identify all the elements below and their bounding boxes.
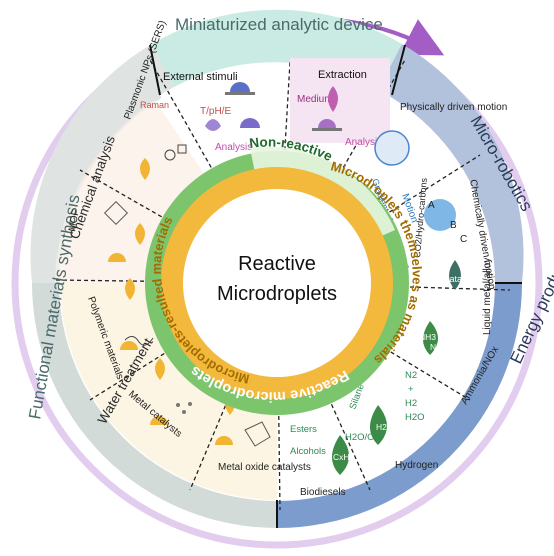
n2-label: N2	[405, 370, 417, 381]
panel-mof: MOF	[67, 200, 145, 262]
label-a: A	[428, 200, 435, 211]
droplet-icon	[125, 278, 135, 300]
category-dividers	[149, 44, 522, 528]
cxhy-label: CxHy Oz	[333, 452, 367, 462]
nanoparticle-icon	[177, 144, 187, 154]
center-circle	[183, 189, 371, 377]
external-stimuli-label: External stimuli	[163, 71, 238, 83]
particle-icon	[176, 403, 180, 407]
metal-oxide-label: Metal oxide catalysts	[218, 462, 311, 473]
droplet-icon	[318, 119, 336, 128]
droplet-icon	[140, 158, 150, 180]
biodiesels-label: Biodiesels	[300, 487, 346, 498]
particle-icon	[182, 410, 186, 414]
vortex-droplet-icon	[374, 130, 410, 166]
mof-label: MOF	[67, 209, 82, 233]
droplet-icon	[240, 118, 260, 128]
droplet-icon	[120, 341, 138, 350]
catalytic-label: cata lytic	[445, 274, 481, 284]
droplet-icon	[230, 82, 250, 92]
mof-lattice-icon	[103, 200, 129, 226]
esters-label: Esters	[290, 424, 317, 435]
nh3-label: NH3	[419, 332, 436, 342]
analysis-label-2: Analysis	[345, 137, 382, 148]
label-c: C	[460, 234, 467, 245]
droplet-icon	[155, 358, 165, 380]
hydrogen-droplet-icon	[370, 405, 387, 445]
extraction-label: Extraction	[318, 69, 367, 81]
particle-icon	[188, 402, 192, 406]
physically-label: Physically driven motion	[400, 102, 507, 113]
label-b: B	[450, 220, 457, 231]
h2o-label: H2O	[405, 412, 425, 423]
liquid-metal-label: Liquid metal/alloy	[482, 258, 493, 335]
droplet-icon	[328, 86, 338, 112]
hydrogen-label: Hydrogen	[395, 460, 438, 471]
substrate-icon	[312, 128, 342, 131]
h2-label: H2	[405, 398, 417, 409]
panel-extraction: Extraction Medium Analysis	[290, 58, 390, 148]
analysis-label-1: Analysis	[215, 142, 252, 153]
center-title-line1: Reactive	[238, 253, 316, 275]
droplet-icon	[150, 416, 168, 425]
droplet-icon	[135, 223, 145, 245]
moving-droplet-icon	[424, 199, 456, 231]
panel-biodiesels: Esters Alcohols CxHy Oz Biodiesels	[290, 424, 367, 498]
biodiesel-droplet-icon	[332, 435, 349, 475]
polymer-icon	[124, 336, 154, 346]
nanoparticle-icon	[164, 149, 176, 161]
h2o-oh-label: H2O/OH	[345, 432, 382, 443]
label-miniaturized: Miniaturized analytic device	[175, 15, 383, 34]
catalytic-droplet-icon	[449, 260, 461, 290]
droplet-icon	[205, 119, 221, 131]
nox-label: NOx	[430, 342, 448, 352]
oxide-crystal-icon	[244, 421, 271, 447]
panel-external-stimuli: External stimuli T/pH/E Analysis	[163, 71, 260, 153]
plus-label: +	[408, 384, 414, 395]
raman-label: Raman	[140, 100, 169, 110]
alcohols-label: Alcohols	[290, 446, 326, 457]
center-title-line2: Microdroplets	[217, 283, 337, 305]
ammonia-droplet-icon	[423, 321, 438, 355]
substrate-icon	[225, 92, 255, 95]
h2-drop-label: H2	[376, 422, 387, 432]
medium-label: Medium	[297, 94, 333, 105]
tphe-label: T/pH/E	[200, 106, 231, 117]
droplet-icon	[108, 253, 126, 262]
droplet-icon	[215, 436, 233, 445]
